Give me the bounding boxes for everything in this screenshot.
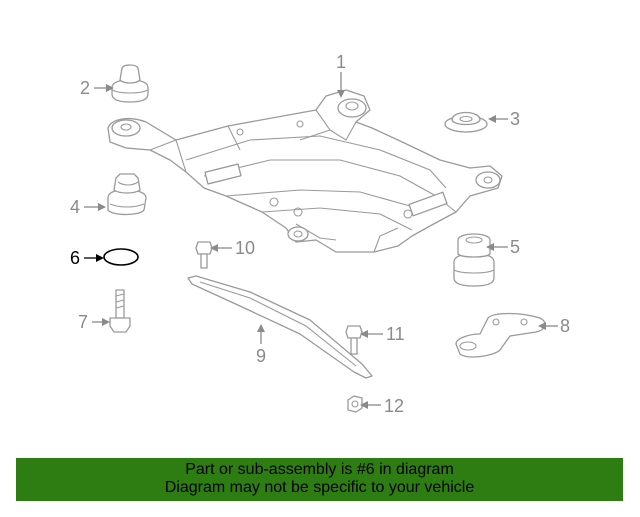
callout-label-7: 7 [78, 312, 88, 332]
bolt-part-7[interactable] [109, 289, 131, 333]
washer-part-3[interactable] [444, 111, 488, 133]
banner-line-part-number: Part or sub-assembly is #6 in diagram [185, 461, 454, 478]
callout-6: 6 [70, 248, 104, 268]
bolt-part-11[interactable] [345, 325, 363, 355]
mount-part-5[interactable] [453, 233, 495, 287]
callout-label-5: 5 [510, 237, 520, 257]
callout-5: 5 [486, 237, 520, 257]
callout-label-4: 4 [70, 197, 80, 217]
callout-label-1: 1 [336, 52, 346, 72]
callout-label-6: 6 [70, 248, 80, 268]
bushing-part-2[interactable] [111, 64, 149, 103]
callout-7: 7 [78, 312, 110, 332]
callout-label-10: 10 [235, 238, 255, 258]
callout-label-9: 9 [256, 346, 266, 366]
callout-label-3: 3 [510, 109, 520, 129]
callout-1: 1 [336, 52, 346, 98]
callout-label-11: 11 [386, 324, 405, 344]
brace-part-9[interactable] [187, 275, 373, 379]
banner-line-disclaimer: Diagram may not be specific to your vehi… [164, 479, 475, 496]
info-banner: Part or sub-assembly is #6 in diagram Di… [16, 458, 623, 501]
callout-8: 8 [538, 316, 570, 336]
callout-3: 3 [488, 109, 520, 129]
callout-4: 4 [70, 197, 106, 217]
callout-2: 2 [80, 78, 114, 98]
callout-label-8: 8 [560, 316, 570, 336]
callout-10: 10 [210, 238, 255, 258]
callout-11: 11 [360, 324, 405, 344]
bushing-part-4[interactable] [107, 173, 147, 216]
callout-label-2: 2 [80, 78, 90, 98]
bolt-part-10[interactable] [195, 241, 213, 269]
nut-part-12[interactable] [347, 395, 363, 413]
callout-12: 12 [360, 396, 404, 416]
o-ring-part-6[interactable] [103, 248, 139, 266]
callout-label-12: 12 [384, 396, 404, 416]
bracket-part-8[interactable] [455, 312, 546, 358]
callout-9: 9 [256, 324, 266, 366]
subframe-part-1[interactable] [107, 89, 503, 253]
